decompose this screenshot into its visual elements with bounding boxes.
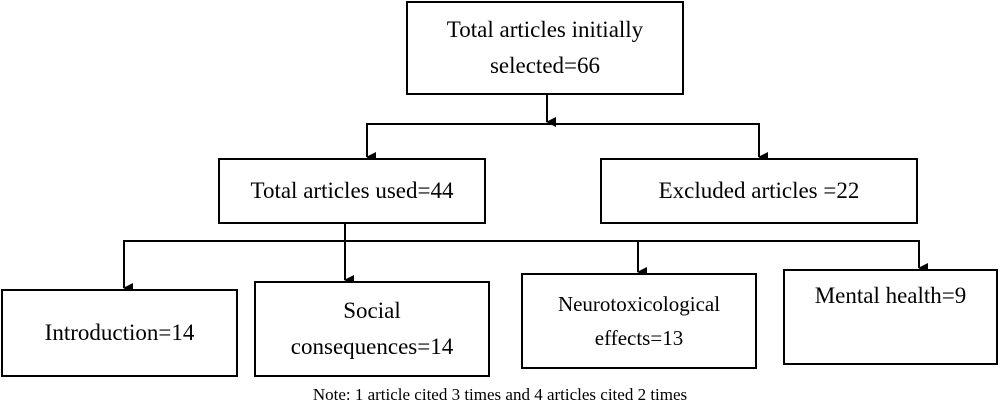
neurotoxicological-box: Neurotoxicological effects=13 (521, 273, 757, 369)
excluded-articles-label: Excluded articles =22 (658, 178, 860, 203)
mental-health-box: Mental health=9 (783, 269, 998, 365)
excluded-articles-box: Excluded articles =22 (600, 158, 918, 224)
used-articles-label: Total articles used=44 (250, 178, 454, 203)
social-label-line2: consequences=14 (290, 334, 454, 359)
used-articles-box: Total articles used=44 (218, 158, 486, 224)
root-label-line2: selected=66 (489, 53, 601, 78)
neuro-label-line1: Neurotoxicological (557, 292, 721, 316)
social-consequences-box: Social consequences=14 (254, 281, 490, 377)
root-box: Total articles initially selected=66 (406, 1, 684, 95)
mental-health-label: Mental health=9 (814, 283, 967, 308)
neuro-label-line2: effects=13 (594, 326, 684, 350)
introduction-label: Introduction=14 (44, 320, 195, 345)
introduction-box: Introduction=14 (1, 289, 238, 377)
citation-note: Note: 1 article cited 3 times and 4 arti… (312, 385, 688, 404)
social-label-line1: Social (343, 298, 401, 323)
root-label-line1: Total articles initially (446, 17, 644, 42)
